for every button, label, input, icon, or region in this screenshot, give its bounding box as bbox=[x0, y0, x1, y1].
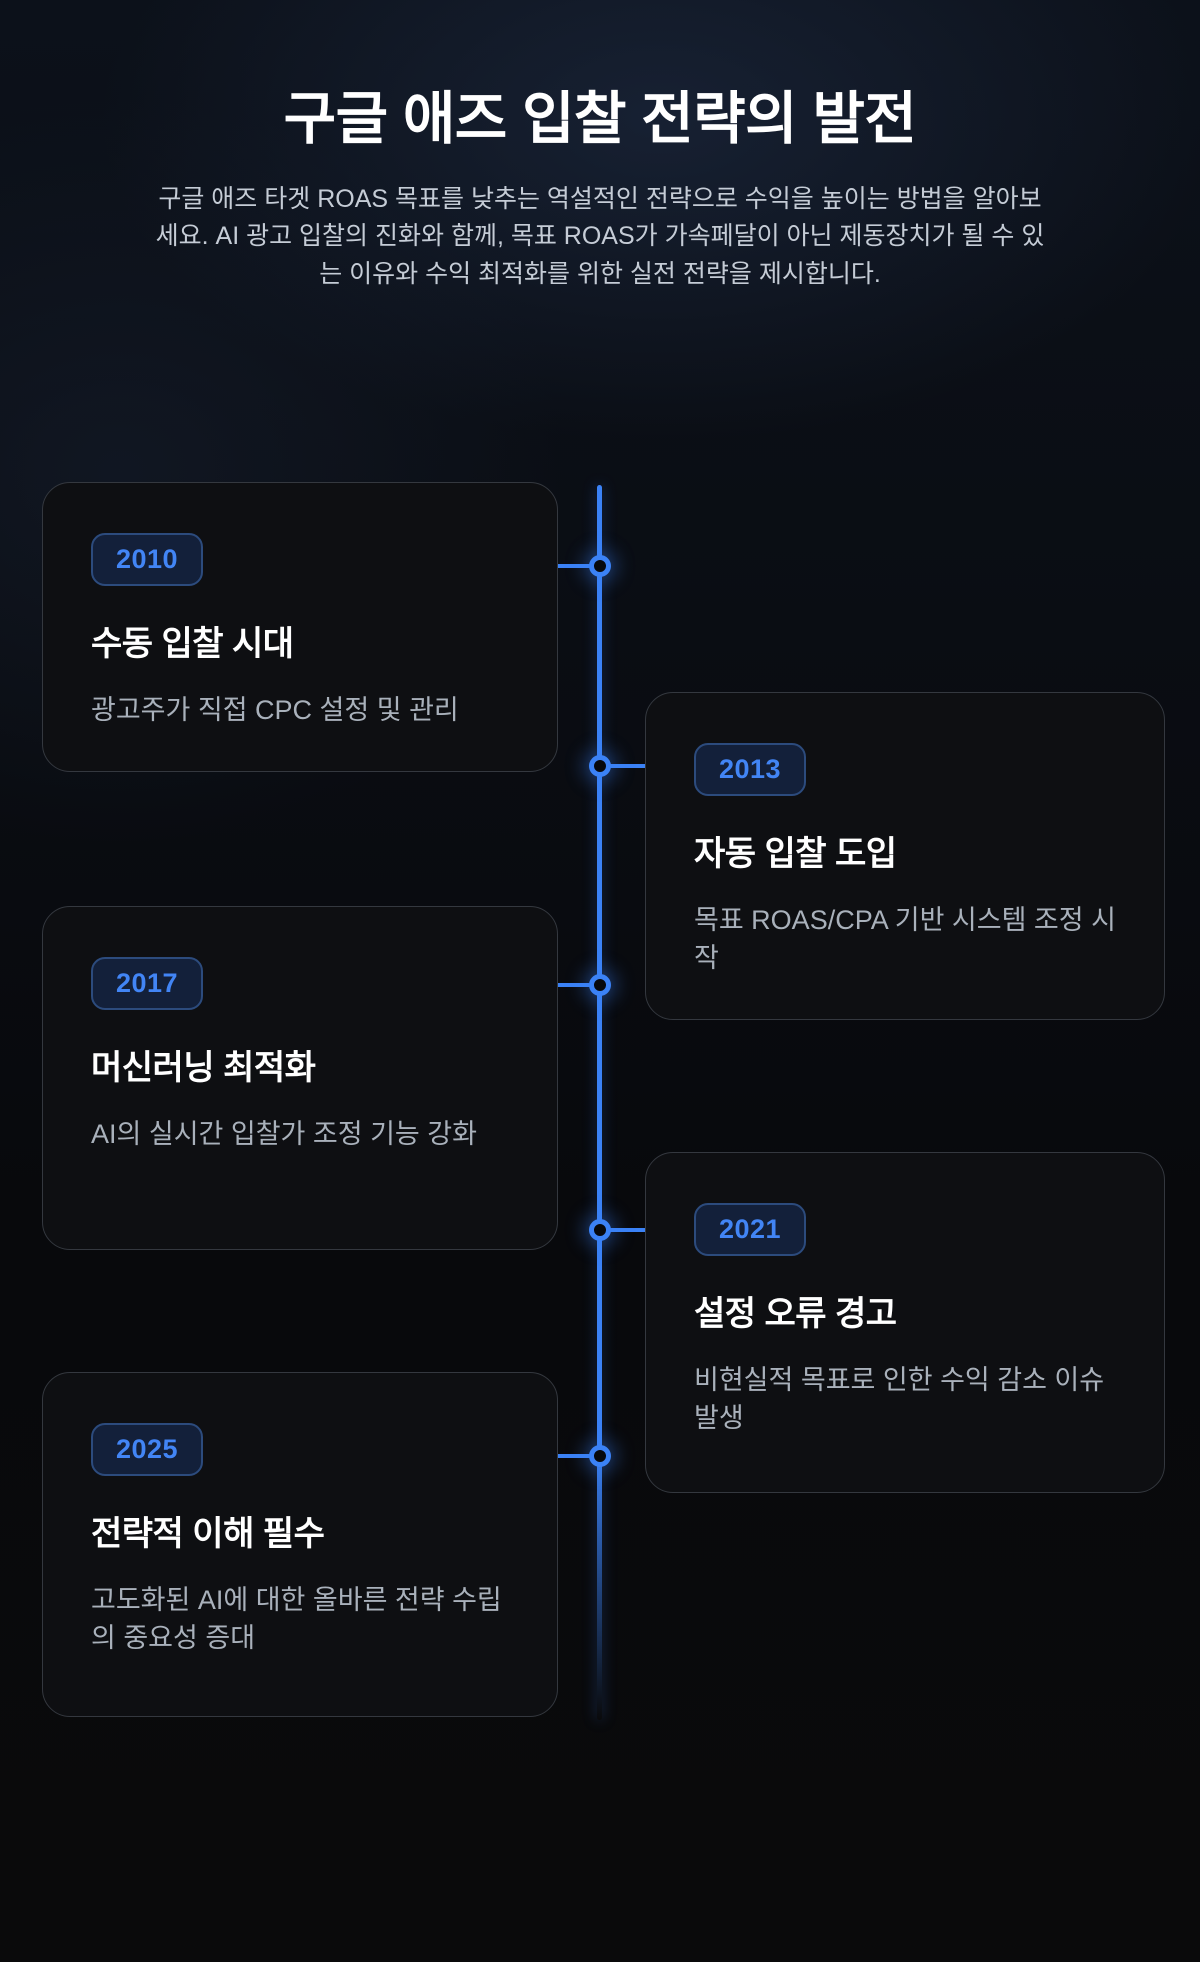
page-title: 구글 애즈 입찰 전략의 발전 bbox=[283, 87, 917, 151]
card-description: 비현실적 목표로 인한 수익 감소 이슈 발생 bbox=[694, 1365, 1105, 1434]
timeline-card-2025: 2025 전략적 이해 필수 고도화된 AI에 대한 올바른 전략 수립의 중요… bbox=[42, 1372, 558, 1717]
year-badge: 2010 bbox=[91, 533, 204, 586]
timeline-node-dot bbox=[589, 1219, 611, 1241]
timeline-card-2013: 2013 자동 입찰 도입 목표 ROAS/CPA 기반 시스템 조정 시작 bbox=[645, 692, 1165, 1020]
year-badge: 2013 bbox=[694, 743, 807, 796]
year-badge: 2021 bbox=[694, 1203, 807, 1256]
timeline-connector bbox=[557, 564, 600, 568]
timeline-connector bbox=[557, 1454, 600, 1458]
card-title: 설정 오류 경고 bbox=[694, 1295, 897, 1333]
year-badge: 2025 bbox=[91, 1423, 204, 1476]
card-description: 광고주가 직접 CPC 설정 및 관리 bbox=[91, 695, 459, 725]
intro-paragraph: 구글 애즈 타겟 ROAS 목표를 낮추는 역설적인 전략으로 수익을 높이는 … bbox=[155, 184, 1045, 288]
page-header: 구글 애즈 입찰 전략의 발전 구글 애즈 타겟 ROAS 목표를 낮추는 역설… bbox=[0, 0, 1200, 293]
timeline-card-2017: 2017 머신러닝 최적화 AI의 실시간 입찰가 조정 기능 강화 bbox=[42, 906, 558, 1250]
card-title: 자동 입찰 도입 bbox=[694, 835, 897, 873]
timeline-card-2010: 2010 수동 입찰 시대 광고주가 직접 CPC 설정 및 관리 bbox=[42, 482, 558, 772]
timeline-spine bbox=[597, 485, 602, 1720]
card-title: 전략적 이해 필수 bbox=[91, 1515, 325, 1553]
year-badge: 2017 bbox=[91, 957, 204, 1010]
timeline-connector bbox=[600, 1228, 646, 1232]
card-description: 목표 ROAS/CPA 기반 시스템 조정 시작 bbox=[694, 905, 1116, 974]
card-title: 머신러닝 최적화 bbox=[91, 1049, 316, 1087]
timeline-card-2021: 2021 설정 오류 경고 비현실적 목표로 인한 수익 감소 이슈 발생 bbox=[645, 1152, 1165, 1493]
timeline-node-dot bbox=[589, 1445, 611, 1467]
timeline-node-dot bbox=[589, 755, 611, 777]
card-description: 고도화된 AI에 대한 올바른 전략 수립의 중요성 증대 bbox=[91, 1585, 502, 1654]
card-description: AI의 실시간 입찰가 조정 기능 강화 bbox=[91, 1119, 477, 1149]
timeline-node-dot bbox=[589, 974, 611, 996]
timeline-connector bbox=[557, 983, 600, 987]
timeline-connector bbox=[600, 764, 646, 768]
timeline-node-dot bbox=[589, 555, 611, 577]
card-title: 수동 입찰 시대 bbox=[91, 625, 294, 663]
